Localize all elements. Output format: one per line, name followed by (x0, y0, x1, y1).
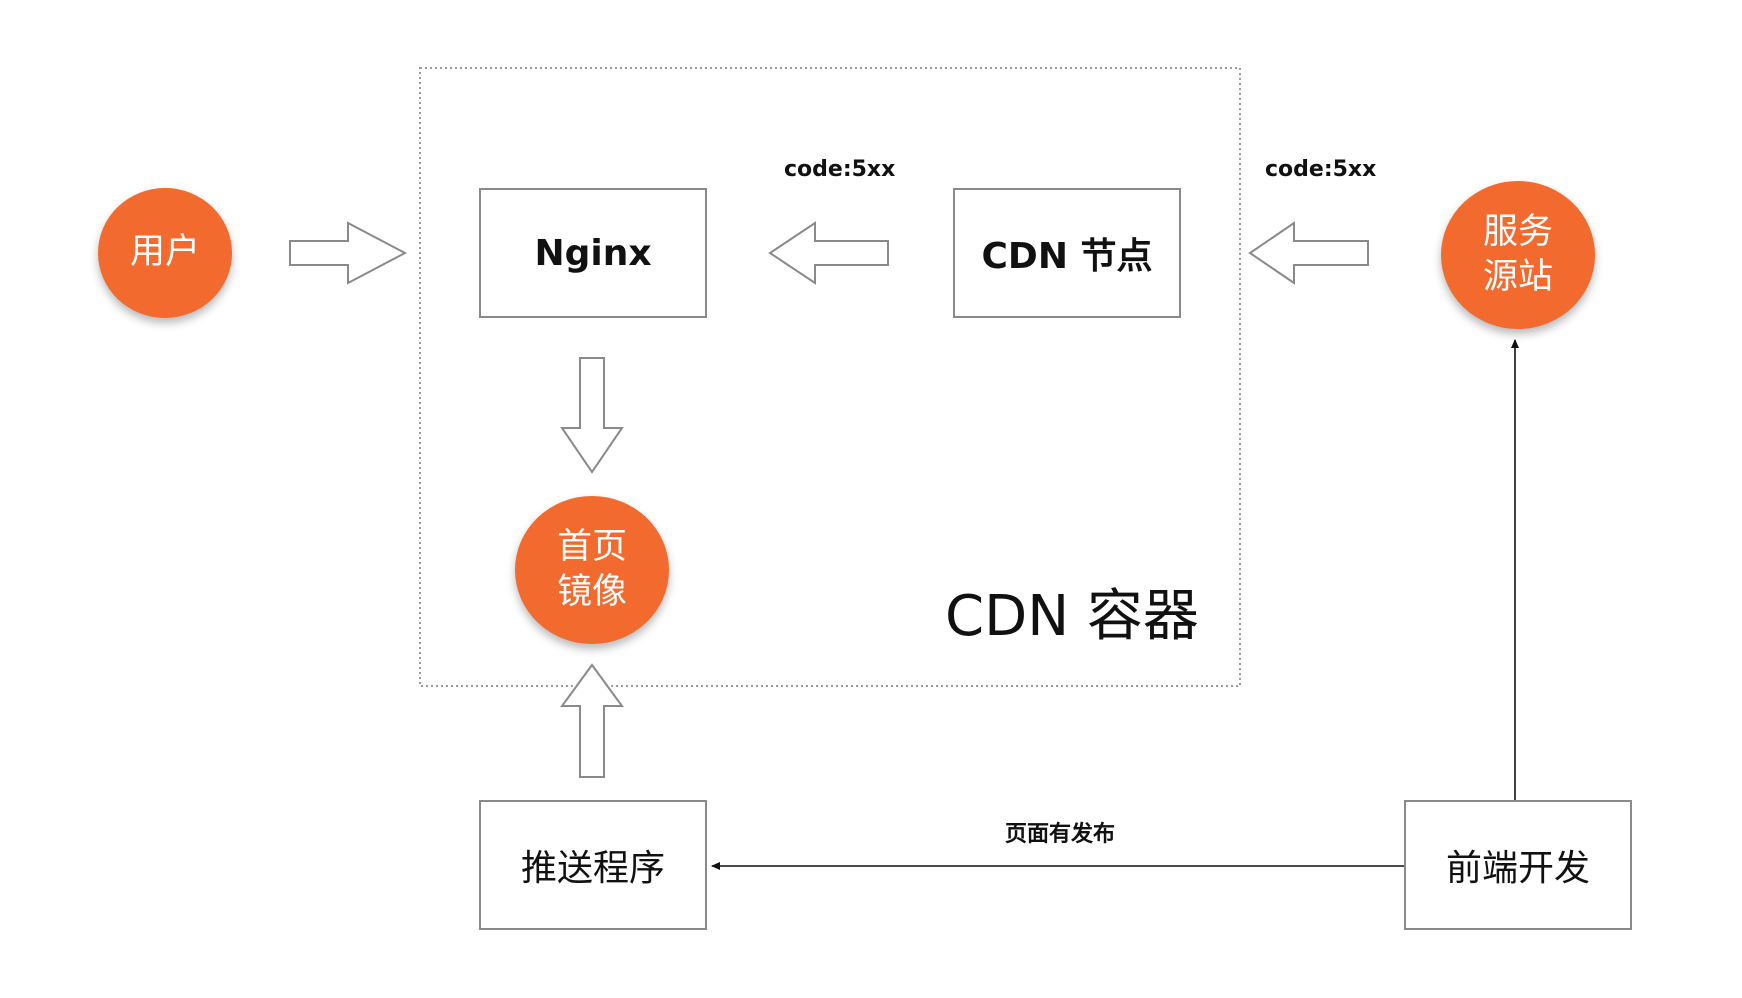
arrow-nginx-to-mirror (560, 357, 624, 474)
arrow-push-to-mirror (560, 663, 624, 778)
node-origin: 服务 源站 (1441, 181, 1595, 329)
node-frontend-label: 前端开发 (1445, 848, 1590, 889)
cdn-container-border (419, 67, 1241, 687)
node-mirror-line1: 首页 (556, 526, 627, 567)
node-mirror: 首页 镜像 (515, 496, 669, 644)
node-origin-line2: 源站 (1482, 257, 1553, 297)
node-cdn: CDN 节点 (953, 188, 1181, 318)
node-user: 用户 (98, 188, 232, 318)
node-push: 推送程序 (479, 800, 707, 930)
node-user-label: 用户 (129, 232, 200, 273)
node-origin-line1: 服务 (1482, 211, 1553, 252)
arrow-cdn-to-nginx (768, 221, 889, 285)
node-cdn-label: CDN 节点 (981, 236, 1153, 277)
edge-label-cdn-to-nginx: code:5xx (784, 157, 896, 182)
node-frontend: 前端开发 (1404, 800, 1632, 930)
arrow-origin-to-cdn (1248, 221, 1369, 285)
node-nginx: Nginx (479, 188, 707, 318)
edge-label-frontend-to-push: 页面有发布 (1005, 822, 1116, 847)
node-mirror-line2: 镜像 (556, 572, 627, 612)
node-nginx-label: Nginx (534, 232, 652, 274)
node-push-label: 推送程序 (520, 848, 665, 889)
edge-label-origin-to-cdn: code:5xx (1265, 157, 1377, 182)
container-title: CDN 容器 (945, 584, 1199, 649)
arrow-user-to-nginx (289, 221, 408, 285)
